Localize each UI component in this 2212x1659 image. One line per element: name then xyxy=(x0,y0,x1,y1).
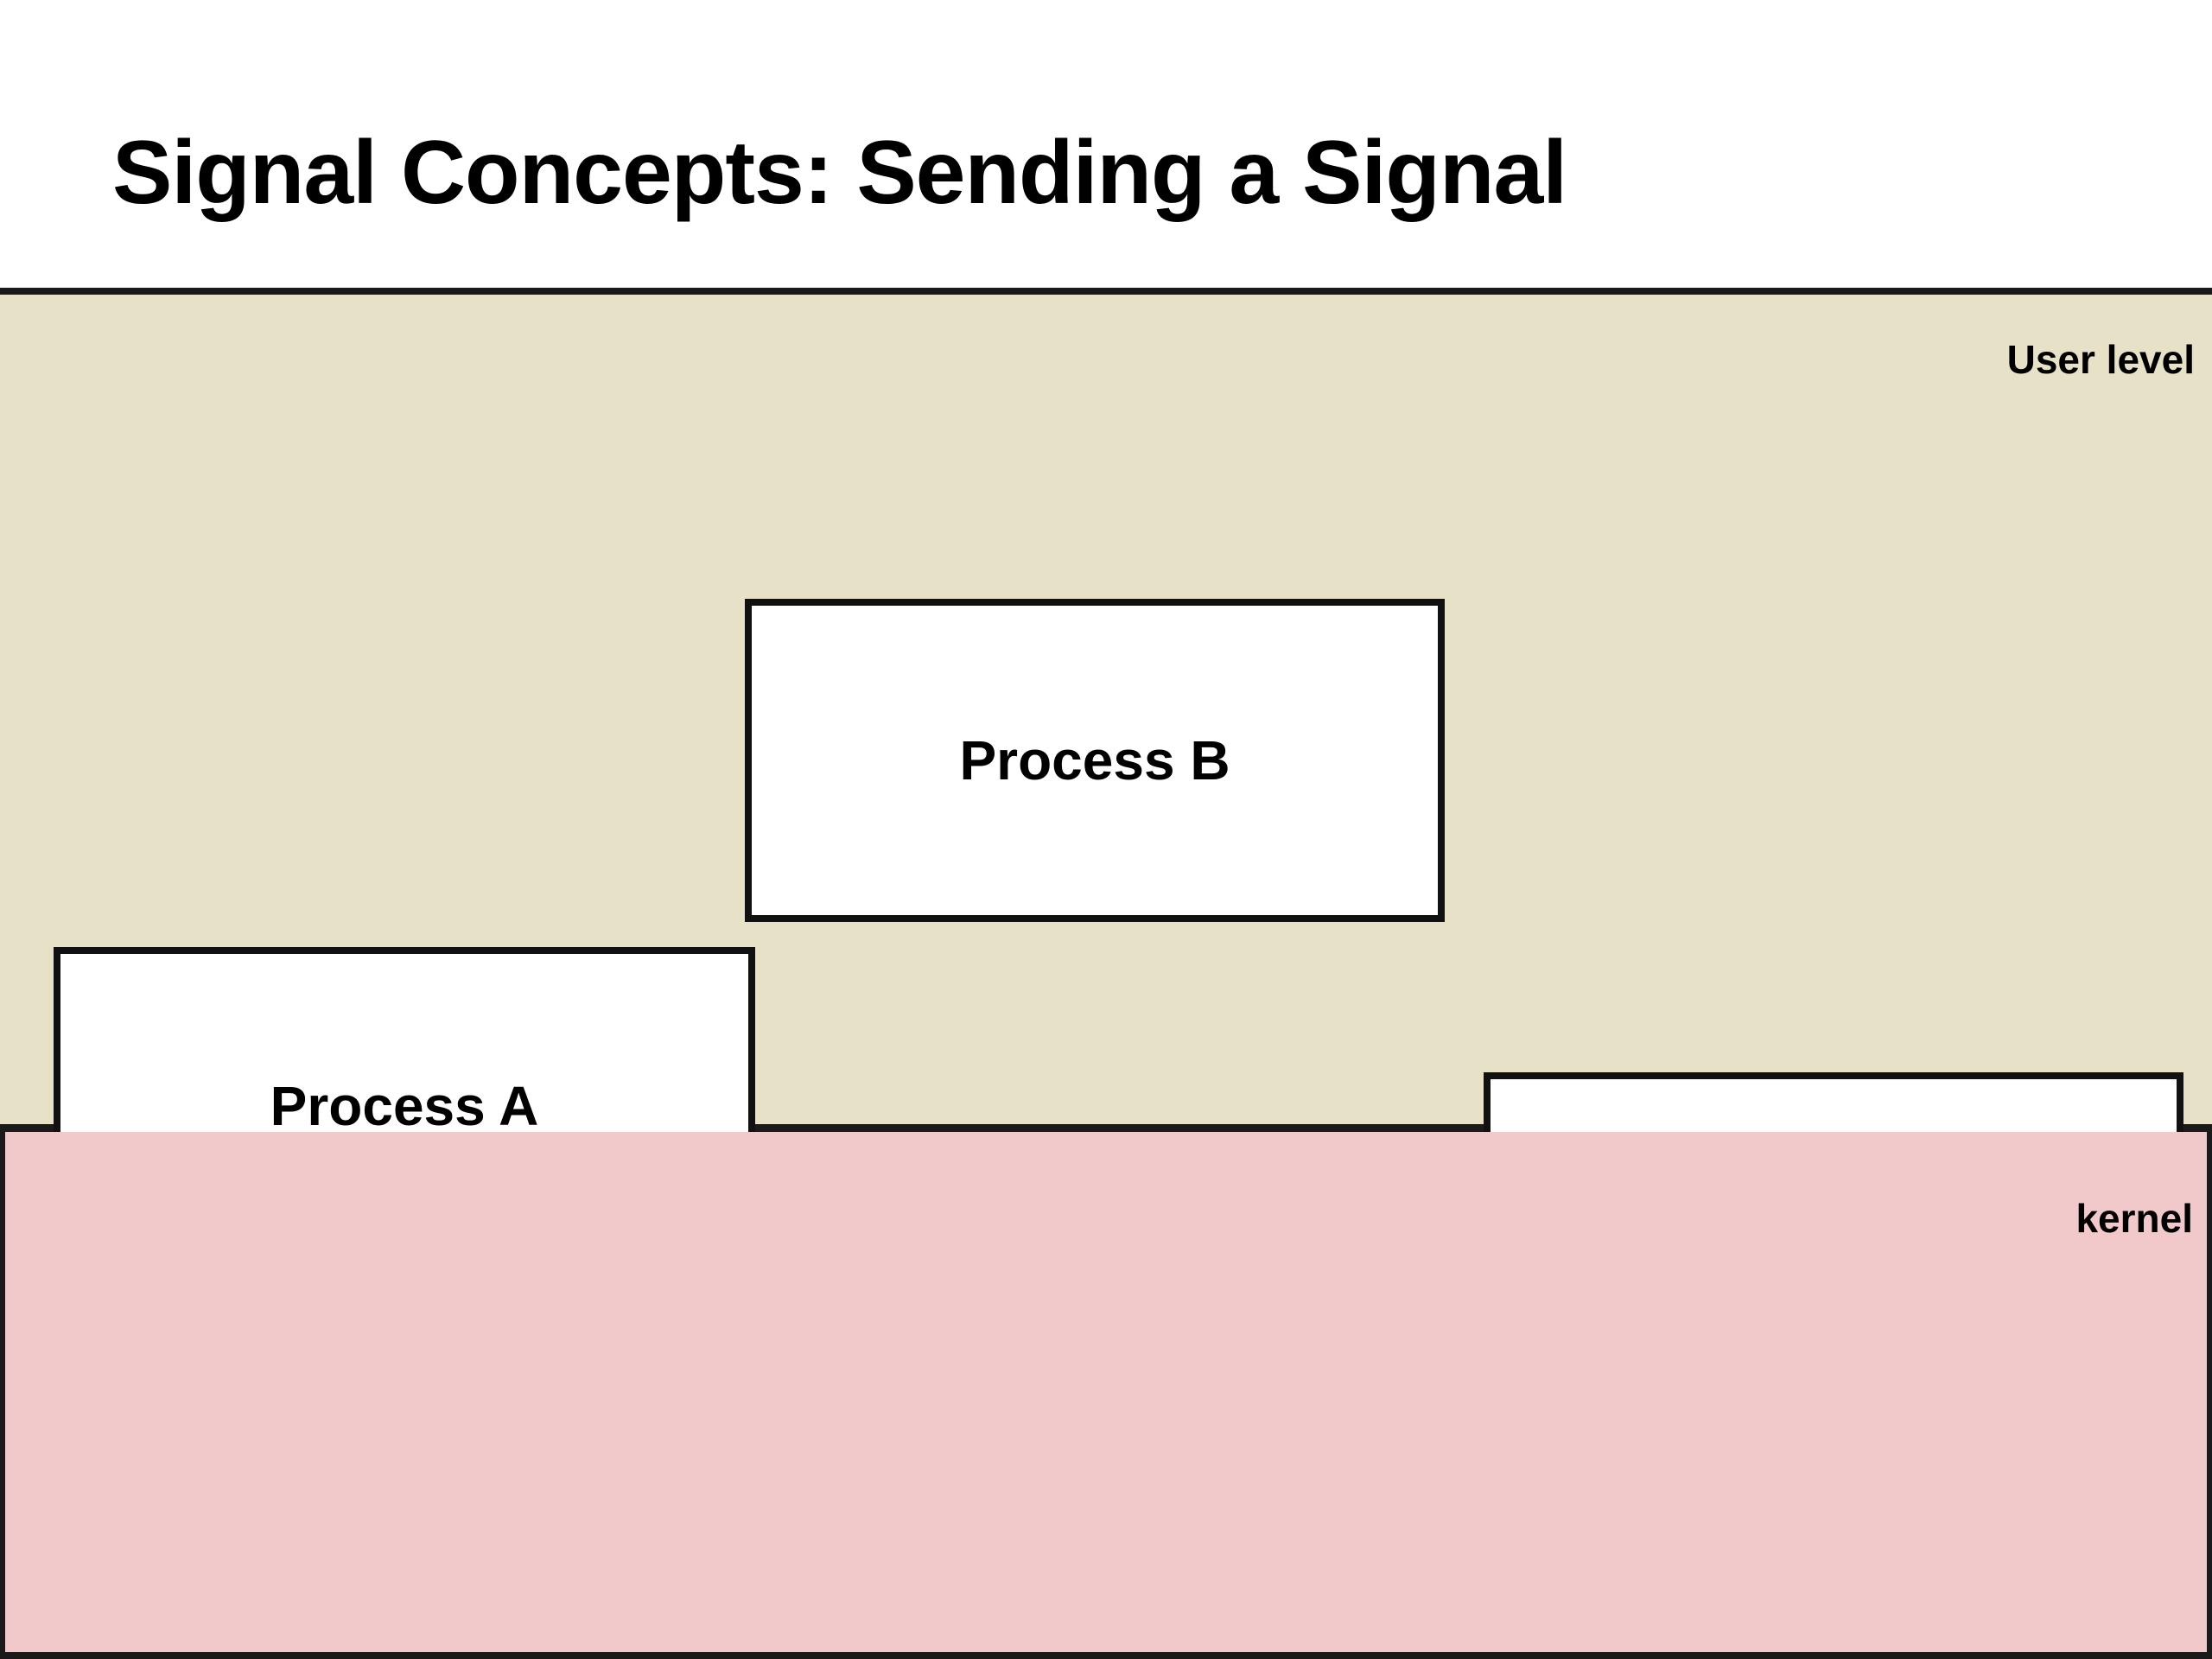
kernel-label: kernel xyxy=(2075,1196,2193,1241)
kernel-region: kernel Pending for A Pending for B 0 Pen… xyxy=(0,1132,2212,1659)
user-level-label: User level xyxy=(2006,337,2195,382)
user-level-region: User level Process B Process A Process C xyxy=(0,288,2212,1390)
page-title: Signal Concepts: Sending a Signal xyxy=(112,123,1567,223)
process-a-label: Process A xyxy=(270,1075,539,1137)
process-b-box: Process B xyxy=(745,599,1445,922)
process-b-label: Process B xyxy=(959,729,1230,791)
